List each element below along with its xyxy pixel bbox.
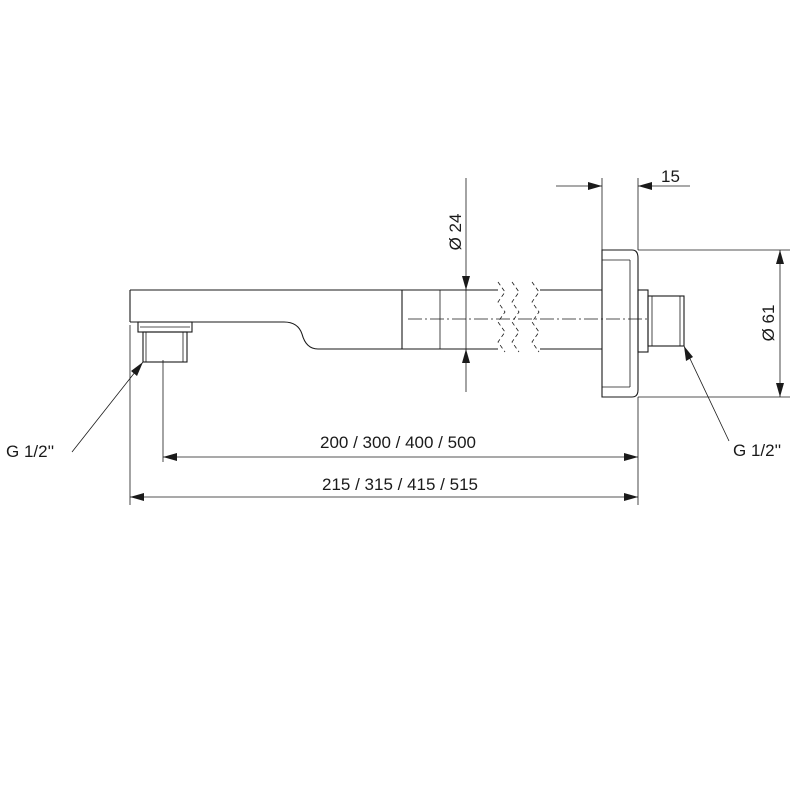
inlet-thread-right: [637, 289, 685, 353]
label-thread-right: G 1/2'': [733, 441, 781, 460]
label-diameter-61: Ø 61: [759, 305, 778, 342]
label-total-length: 215 / 315 / 415 / 515: [322, 475, 478, 494]
dimension-15: 15: [556, 167, 690, 250]
dimension-total-length: 215 / 315 / 415 / 515: [129, 325, 638, 505]
leader-thread-right: G 1/2'': [683, 345, 781, 460]
shower-arm-outline: [129, 289, 602, 350]
dimension-diameter-24: Ø 24: [446, 178, 470, 392]
label-diameter-24: Ø 24: [446, 214, 465, 251]
wall-flange: [601, 249, 639, 398]
label-thread-left: G 1/2'': [6, 442, 54, 461]
outlet-thread-left: [137, 321, 193, 363]
leader-thread-left: G 1/2'': [6, 361, 144, 461]
pipe-break-lines: [497, 281, 540, 353]
label-arm-length: 200 / 300 / 400 / 500: [320, 433, 476, 452]
dimension-diameter-61: Ø 61: [638, 249, 790, 398]
label-dim-15: 15: [661, 167, 680, 186]
dimension-arm-length: 200 / 300 / 400 / 500: [162, 360, 639, 505]
